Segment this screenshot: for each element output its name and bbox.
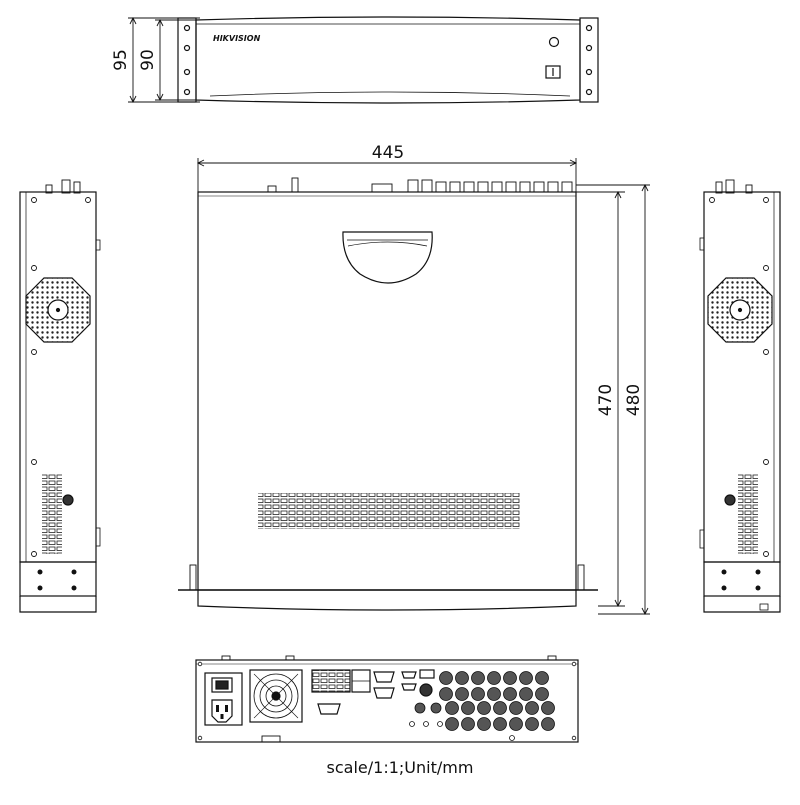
left-side-view [19,179,101,613]
dimension-top-body-depth: 470 [596,384,616,416]
power-switch-icon [211,677,233,693]
rear-fan-housing [249,669,303,723]
top-view [178,177,598,611]
power-inlet-housing [204,672,243,726]
top-vent-slots [258,493,520,529]
rs232-port-icon [317,703,341,715]
right-side-vent-grid [738,474,758,554]
alarm-io-terminals [311,669,351,693]
dimension-front-total-height: 95 [111,49,131,71]
drawing-caption: scale/1:1;Unit/mm [326,758,474,777]
rear-view [195,655,579,743]
top-handle-cutout [342,231,433,284]
vga-port-icon [373,671,395,683]
power-socket-icon [211,699,233,723]
dimension-top-width: 445 [372,143,404,163]
left-side-vent-grid [42,474,62,554]
rear-panel-body [195,659,579,743]
dimension-top-total-depth: 480 [624,384,644,416]
front-brand-label: HIKVISION [213,34,261,43]
right-side-view [699,179,781,613]
front-panel-body [195,16,581,104]
usb-port-icon [545,65,561,79]
front-dimension-lines [128,16,200,104]
front-view [177,16,599,104]
top-front-bezel [197,590,577,611]
top-rear-connectors [267,177,573,193]
power-button-icon [548,36,560,48]
top-dimension-lines [196,158,650,616]
hdmi-port-2-icon [401,683,417,691]
dimension-front-body-height: 90 [138,49,158,71]
bnc-connector-array [414,671,555,731]
serial-port-icon [373,687,395,699]
top-chassis [197,191,577,591]
hdmi-port-1-icon [401,671,417,679]
